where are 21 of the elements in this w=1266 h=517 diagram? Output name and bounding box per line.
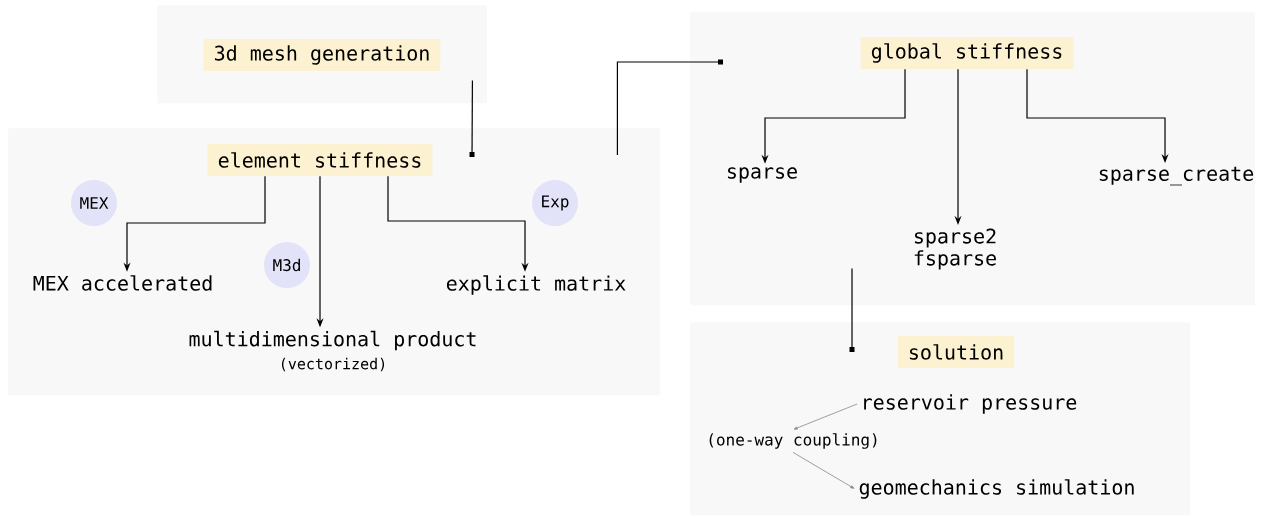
- arrow: [792, 452, 855, 489]
- node-label: reservoir pressure: [864, 394, 1077, 414]
- process-box: solution: [897, 336, 1015, 368]
- node-label: explicit matrix: [446, 275, 626, 295]
- panel: [690, 12, 1256, 306]
- panel: [8, 128, 661, 396]
- node-label: multidimensional product (vectorized): [189, 330, 476, 372]
- arrow: [793, 403, 858, 430]
- node-label: geomechanics simulation: [859, 479, 1134, 499]
- process-box: 3d mesh generation: [203, 39, 441, 71]
- process-box: global stiffness: [860, 37, 1074, 69]
- node-label: sparse: [727, 167, 797, 183]
- arrow: [849, 267, 855, 352]
- process-box: element stiffness: [207, 144, 433, 176]
- node-label: sparse_create: [1099, 166, 1254, 186]
- arrow: [616, 59, 723, 156]
- node-label: (one-way coupling): [709, 433, 877, 449]
- node-label: MEX accelerated: [33, 275, 212, 291]
- node-label: sparse2 fsparse: [914, 228, 996, 270]
- panel: [690, 322, 1191, 516]
- arrow: [469, 79, 475, 157]
